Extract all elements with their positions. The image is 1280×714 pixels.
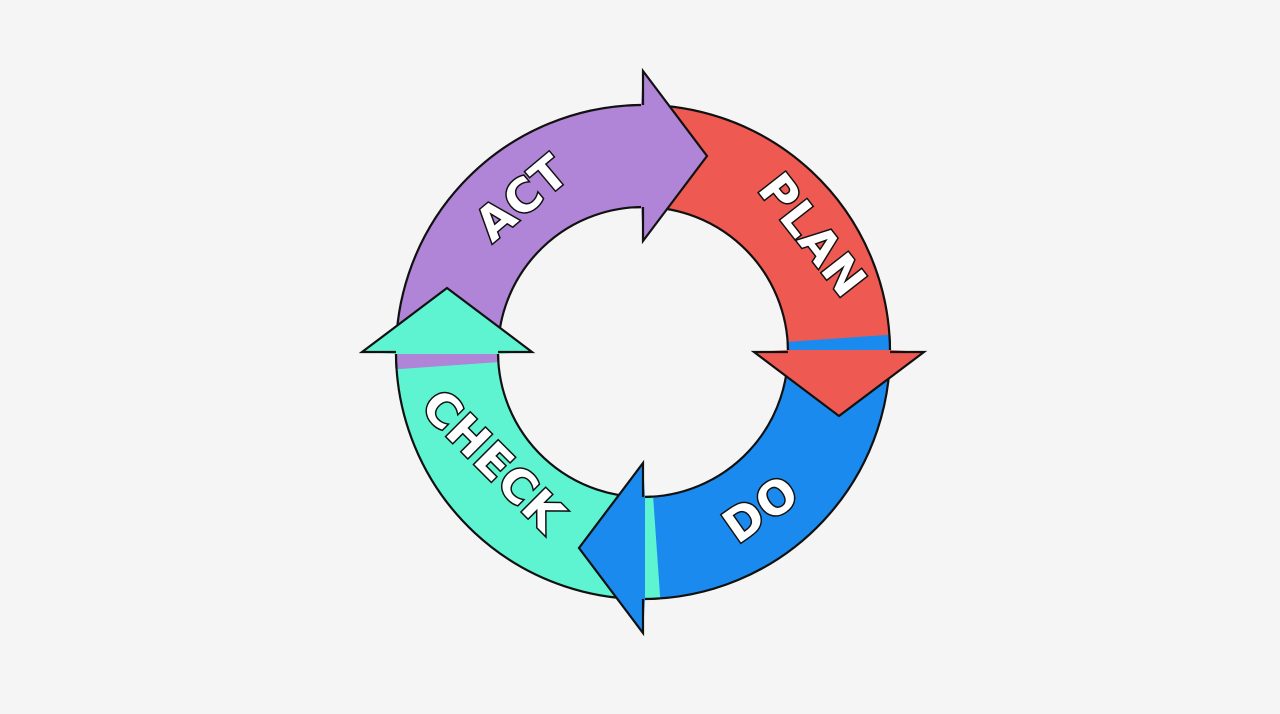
- arrow-head-outline-do: [577, 459, 645, 637]
- arrow-head-outline-plan: [750, 350, 928, 418]
- arrow-head-outline-act: [641, 67, 709, 245]
- arrow-head-check: [362, 288, 532, 354]
- arrow-head-plan: [754, 350, 924, 416]
- arrow-head-do: [579, 463, 645, 633]
- arrow-head-outline-check: [358, 286, 536, 354]
- arrow-head-act: [641, 71, 707, 241]
